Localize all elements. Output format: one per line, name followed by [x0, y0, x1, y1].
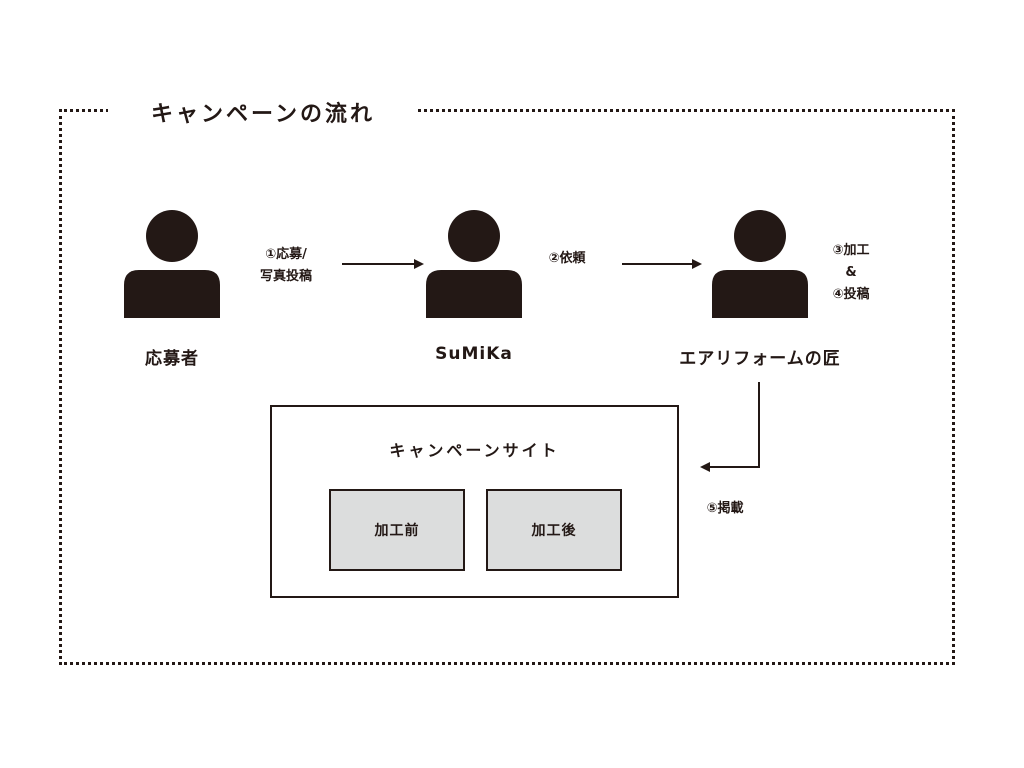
step5-label: ⑤掲載 [706, 501, 744, 516]
step1-line2: 写真投稿 [259, 269, 312, 284]
sumika-label: SuMiKa [435, 344, 513, 364]
step3-4-label: ③加工 & ④投稿 [812, 240, 890, 306]
applicant-label: 応募者 [145, 349, 199, 369]
step2-label: ②依頼 [548, 251, 586, 266]
craftsman-label: エアリフォームの匠 [679, 349, 841, 369]
arrow-craftsman-to-site [700, 382, 760, 472]
step1-line1: ①応募/ [265, 247, 307, 262]
campaign-site-box: キャンペーンサイト 加工前 加工後 [270, 405, 679, 598]
arrow-sumika-to-craftsman [622, 259, 702, 269]
after-photo-box: 加工後 [486, 489, 622, 571]
step1-label: ①応募/ 写真投稿 [238, 244, 334, 288]
step3-ampersand: & [845, 265, 857, 280]
craftsman-person-icon [712, 210, 808, 318]
diagram-title: キャンペーンの流れ [108, 92, 418, 132]
arrow-applicant-to-sumika [342, 259, 424, 269]
applicant-person-icon [124, 210, 220, 318]
campaign-flow-frame [59, 109, 955, 665]
campaign-site-title: キャンペーンサイト [389, 441, 560, 460]
step3-line: ③加工 [832, 243, 870, 258]
sumika-person-icon [426, 210, 522, 318]
before-photo-box: 加工前 [329, 489, 465, 571]
step4-line: ④投稿 [832, 287, 870, 302]
